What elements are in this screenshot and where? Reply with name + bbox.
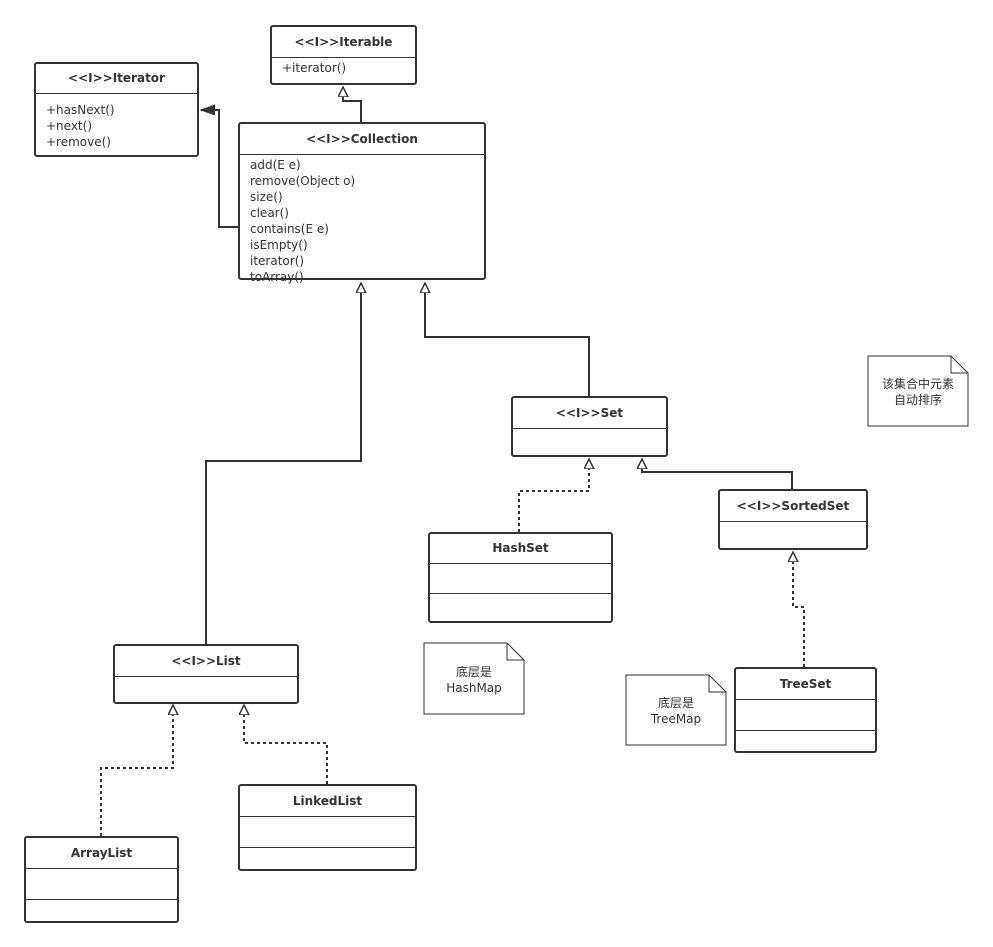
operation: +next() bbox=[46, 119, 93, 133]
edge-hashset-set bbox=[518, 459, 589, 532]
note-auto-sort[interactable]: 该集合中元素 自动排序 bbox=[868, 356, 968, 426]
class-title: <<I>>SortedSet bbox=[720, 491, 866, 522]
class-title: <<I>>List bbox=[115, 646, 297, 677]
edge-arraylist-list bbox=[100, 705, 173, 836]
class-title: <<I>>Set bbox=[513, 398, 666, 429]
operation: isEmpty() bbox=[250, 238, 308, 252]
class-title: <<I>>Collection bbox=[240, 124, 484, 155]
class-title: <<I>>Iterator bbox=[36, 64, 197, 94]
note-sort-shape bbox=[867, 355, 969, 427]
operation: clear() bbox=[250, 206, 289, 220]
class-linkedlist[interactable]: LinkedList bbox=[238, 784, 417, 871]
operations-list: add(E e) remove(Object o) size() clear()… bbox=[240, 155, 484, 285]
class-list[interactable]: <<I>>List bbox=[113, 644, 299, 704]
attributes-section bbox=[240, 817, 415, 848]
operation: +hasNext() bbox=[46, 103, 115, 117]
operation: +iterator() bbox=[282, 61, 347, 75]
operation: toArray() bbox=[250, 270, 304, 284]
class-title: LinkedList bbox=[240, 786, 415, 817]
class-title: <<I>>Iterable bbox=[272, 27, 415, 58]
note-line: 底层是 bbox=[657, 696, 694, 710]
edge-collection-iterator bbox=[201, 110, 239, 228]
edge-sortedset-set bbox=[642, 459, 793, 489]
edge-treeset-sortedset bbox=[793, 552, 805, 667]
edge-set-collection bbox=[425, 283, 590, 396]
class-iterator[interactable]: <<I>>Iterator +hasNext() +next() +remove… bbox=[34, 62, 199, 157]
attributes-section bbox=[430, 564, 611, 594]
class-treeset[interactable]: TreeSet bbox=[734, 667, 877, 753]
operation: contains(E e) bbox=[250, 222, 329, 236]
attributes-section bbox=[26, 869, 177, 900]
note-line: TreeMap bbox=[650, 712, 702, 726]
operation: size() bbox=[250, 190, 283, 204]
note-hashmap[interactable]: 底层是 HashMap bbox=[424, 643, 524, 714]
operation: add(E e) bbox=[250, 158, 301, 172]
class-set[interactable]: <<I>>Set bbox=[511, 396, 668, 457]
note-treemap-shape bbox=[625, 674, 727, 746]
note-hashmap-shape bbox=[423, 642, 525, 715]
operation: remove(Object o) bbox=[250, 174, 356, 188]
edge-list-collection bbox=[205, 283, 361, 644]
operations-list: +hasNext() +next() +remove() bbox=[36, 94, 197, 150]
class-arraylist[interactable]: ArrayList bbox=[24, 836, 179, 923]
note-line: 自动排序 bbox=[893, 393, 942, 407]
note-line: HashMap bbox=[446, 681, 502, 695]
class-iterable[interactable]: <<I>>Iterable +iterator() bbox=[270, 25, 417, 85]
class-title: ArrayList bbox=[26, 838, 177, 869]
class-hashset[interactable]: HashSet bbox=[428, 532, 613, 623]
edge-linkedlist-list bbox=[244, 705, 328, 784]
attributes-section bbox=[736, 700, 875, 731]
class-sortedset[interactable]: <<I>>SortedSet bbox=[718, 489, 868, 550]
edge-collection-iterable bbox=[343, 87, 362, 122]
class-title: TreeSet bbox=[736, 669, 875, 700]
class-title: HashSet bbox=[430, 534, 611, 564]
note-line: 该集合中元素 bbox=[881, 377, 954, 391]
class-collection[interactable]: <<I>>Collection add(E e) remove(Object o… bbox=[238, 122, 486, 284]
note-line: 底层是 bbox=[455, 665, 492, 679]
note-treemap[interactable]: 底层是 TreeMap bbox=[626, 675, 726, 745]
operation: +remove() bbox=[46, 135, 111, 149]
operations-list: +iterator() bbox=[272, 58, 415, 76]
operation: iterator() bbox=[250, 254, 305, 268]
